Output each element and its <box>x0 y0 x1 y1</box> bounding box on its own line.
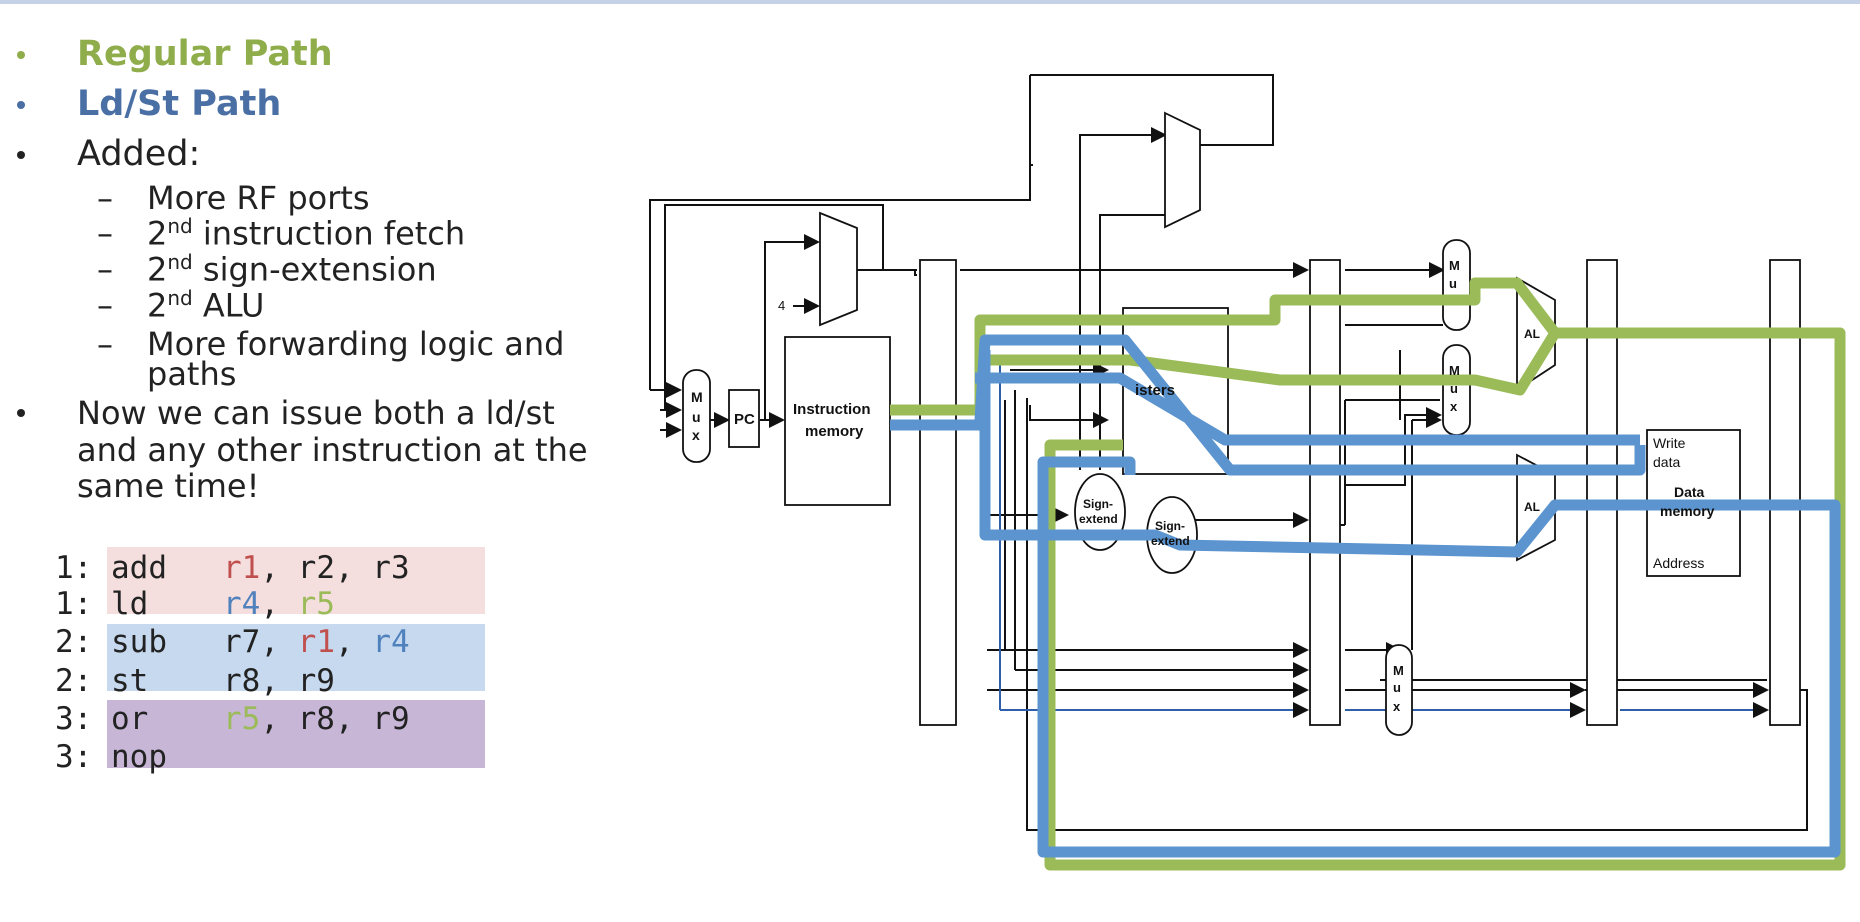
svg-text:u: u <box>1450 381 1458 396</box>
code-arg: , r2, r3 <box>260 550 410 586</box>
id-ex-register <box>1309 259 1341 726</box>
svg-text:u: u <box>692 409 701 425</box>
code-arg: r5 <box>222 701 261 737</box>
dash: – <box>97 325 113 363</box>
bullet-dot <box>17 151 25 159</box>
svg-text:M: M <box>1393 663 1404 678</box>
code-line: 3: or r5, r8, r9 <box>55 701 410 737</box>
svg-text:M: M <box>691 389 703 405</box>
svg-text:PC: PC <box>734 411 755 428</box>
svg-text:x: x <box>1393 699 1401 714</box>
svg-text:Write: Write <box>1653 435 1686 451</box>
pc-mux <box>682 369 711 463</box>
bullet-regular-path: Regular Path <box>77 34 333 74</box>
code-arg: r7, <box>223 624 298 660</box>
code-line: 2: st r8, r9 <box>55 663 335 699</box>
svg-text:Instruction: Instruction <box>793 401 871 418</box>
final-bullet-line2: and any other instruction at the <box>77 431 588 469</box>
svg-text:u: u <box>1393 680 1401 695</box>
svg-text:M: M <box>1449 258 1460 273</box>
code-arg: r1 <box>223 550 261 586</box>
pc-register <box>728 389 760 448</box>
final-bullet-line3: same time! <box>77 467 260 505</box>
svg-text:M: M <box>1449 363 1460 378</box>
svg-text:Data: Data <box>1674 484 1705 500</box>
svg-text:x: x <box>692 427 700 443</box>
svg-text:x: x <box>1450 399 1458 414</box>
branch-adder <box>1164 111 1201 229</box>
wb-mux <box>1385 644 1413 736</box>
code-arg: r4 <box>222 586 261 622</box>
added-item-fetch: 2nd instruction fetch <box>147 214 466 253</box>
code-line: 1: ld r4, r5 <box>55 586 335 622</box>
svg-text:AL: AL <box>1524 327 1540 341</box>
svg-text:memory: memory <box>805 423 864 440</box>
added-item-alu: 2nd ALU <box>147 286 265 325</box>
code-arg: , <box>334 624 373 660</box>
regular-path <box>890 277 1846 871</box>
pc-adder <box>819 211 858 327</box>
bullet-ldst-path: Ld/St Path <box>77 84 282 124</box>
svg-text:extend: extend <box>1151 534 1190 548</box>
svg-text:4: 4 <box>778 298 785 313</box>
bullet-dot <box>17 51 25 59</box>
bullet-dot <box>17 409 25 417</box>
code-arg: r4 <box>372 624 410 660</box>
code-arg: r8, r9 <box>222 663 335 699</box>
added-item-sign-extension: 2nd sign-extension <box>147 250 437 289</box>
added-item-rf-ports: More RF ports <box>147 179 370 217</box>
instruction-memory <box>784 336 891 506</box>
diagram-labels: M u x PC 4 Instruction memory isters Sig… <box>691 258 1715 714</box>
svg-text:data: data <box>1653 454 1680 470</box>
bullet-added: Added: <box>77 134 201 174</box>
bullet-dot <box>17 101 25 109</box>
code-line: 1: add r1, r2, r3 <box>55 550 410 586</box>
code-band-cycle1 <box>107 547 485 614</box>
added-item-forwarding-cont: paths <box>147 355 237 393</box>
ldst-path <box>890 334 1841 858</box>
code-arg: , r8, r9 <box>260 701 410 737</box>
svg-text:Sign-: Sign- <box>1083 497 1113 511</box>
dash: – <box>97 286 113 324</box>
code-band-cycle3 <box>107 700 485 768</box>
code-line: 3: nop <box>55 739 167 775</box>
svg-text:memory: memory <box>1660 503 1715 519</box>
code-line: 2: sub r7, r1, r4 <box>55 624 410 660</box>
dash: – <box>97 250 113 288</box>
svg-text:Address: Address <box>1653 555 1704 571</box>
svg-text:AL: AL <box>1524 500 1540 514</box>
if-id-register <box>919 259 957 726</box>
slide-top-border <box>0 0 1860 4</box>
code-band-cycle2 <box>107 624 485 691</box>
added-item-forwarding: More forwarding logic and <box>147 325 565 363</box>
code-arg: , <box>260 586 298 622</box>
final-bullet-line1: Now we can issue both a ld/st <box>77 394 555 432</box>
alu-1 <box>1516 276 1556 392</box>
svg-text:extend: extend <box>1079 512 1118 526</box>
code-arg: r1 <box>297 624 335 660</box>
code-arg: r5 <box>297 586 335 622</box>
svg-text:u: u <box>1449 276 1457 291</box>
dash: – <box>97 214 113 252</box>
dash: – <box>97 179 113 217</box>
svg-text:Sign-: Sign- <box>1155 519 1185 533</box>
svg-text:isters: isters <box>1135 382 1175 399</box>
